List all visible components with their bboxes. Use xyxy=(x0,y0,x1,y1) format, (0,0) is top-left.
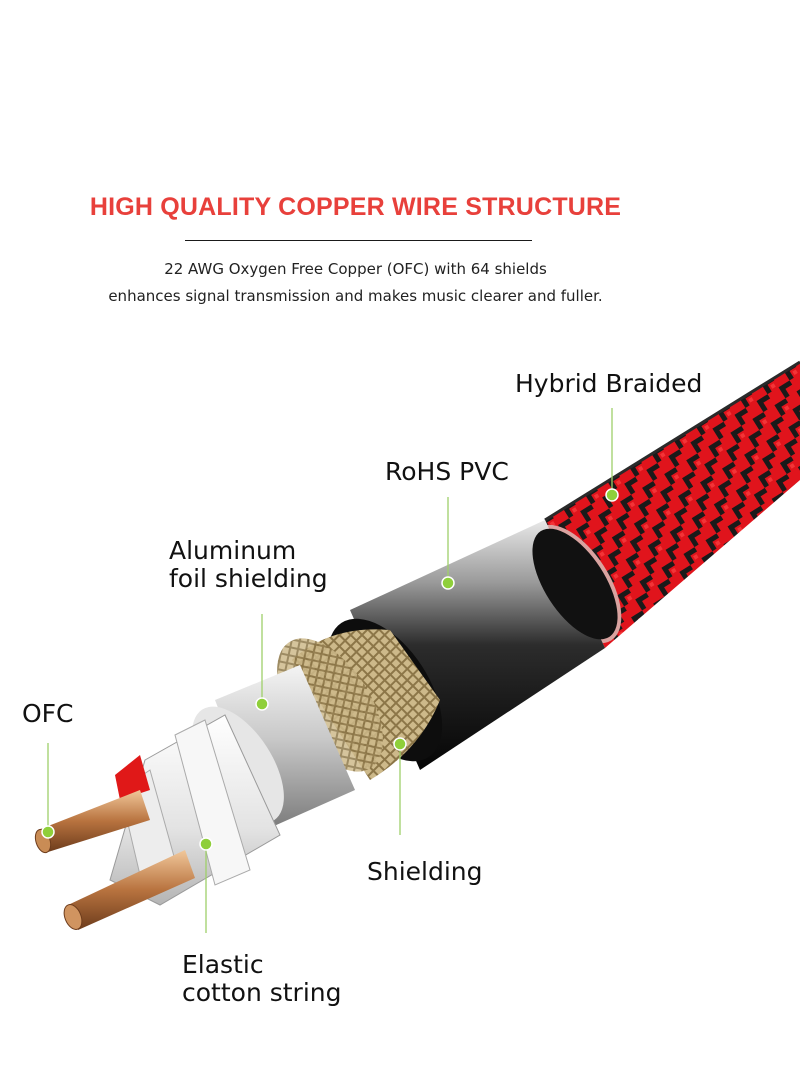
cotton-insulation xyxy=(109,714,281,906)
copper-conductors xyxy=(34,790,195,930)
subtitle-line-1: 22 AWG Oxygen Free Copper (OFC) with 64 … xyxy=(164,260,547,278)
label-elastic-line-1: Elastic xyxy=(182,950,264,979)
subtitle-line-2: enhances signal transmission and makes m… xyxy=(108,287,603,305)
label-rohs-pvc: RoHS PVC xyxy=(385,457,509,486)
pointer-dot-elastic-cotton xyxy=(199,837,213,851)
label-ofc: OFC xyxy=(22,699,74,728)
headline-divider xyxy=(185,240,532,241)
headline: HIGH QUALITY COPPER WIRE STRUCTURE xyxy=(89,193,622,221)
pointer-lines xyxy=(47,408,613,933)
pointer-dot-rohs-pvc xyxy=(441,576,455,590)
label-shielding: Shielding xyxy=(367,857,483,886)
label-aluminum-line-1: Aluminum xyxy=(169,536,297,565)
pointer-dot-hybrid-braided xyxy=(605,488,619,502)
label-aluminum-line-2: foil shielding xyxy=(169,564,328,593)
pointer-dot-shielding xyxy=(393,737,407,751)
label-hybrid-braided: Hybrid Braided xyxy=(515,369,703,398)
pointer-dot-ofc xyxy=(41,825,55,839)
label-elastic-line-2: cotton string xyxy=(182,978,342,1007)
pointer-dot-aluminum-foil xyxy=(255,697,269,711)
